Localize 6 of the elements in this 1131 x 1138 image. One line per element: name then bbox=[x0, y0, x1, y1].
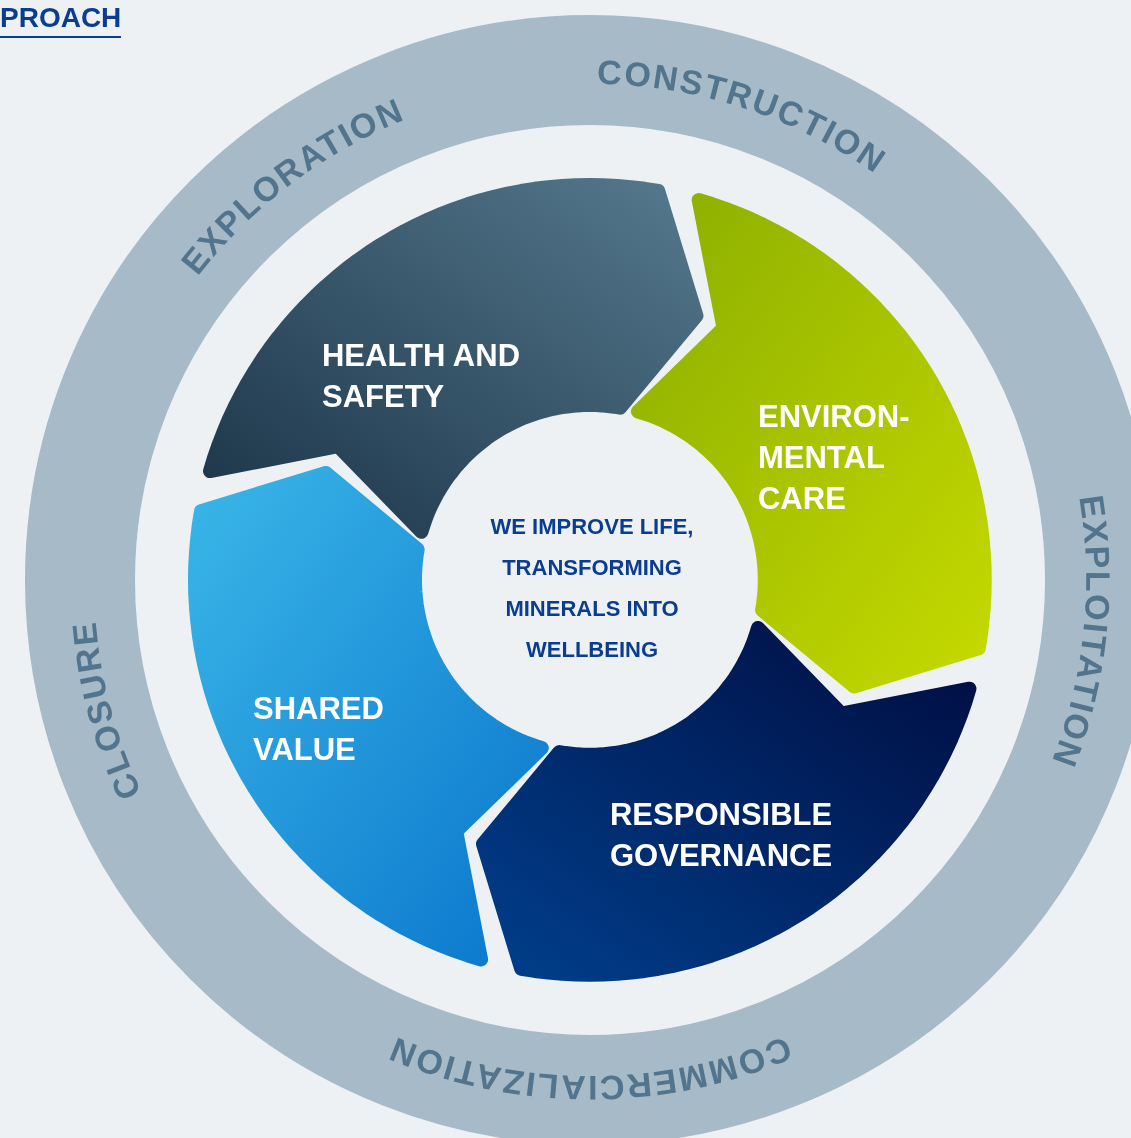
heading: PROACH bbox=[0, 2, 122, 38]
mission-text: WE IMPROVE LIFE, TRANSFORMING MINERALS INTO WELLBEING bbox=[489, 513, 695, 664]
segment-label: SHARED VALUE bbox=[253, 690, 385, 769]
segment-label: RESPONSIBLE GOVERNANCE bbox=[610, 796, 834, 875]
segment-label: HEALTH AND SAFETY bbox=[322, 337, 522, 416]
segment-label: ENVIRON- MENTAL CARE bbox=[758, 398, 911, 518]
